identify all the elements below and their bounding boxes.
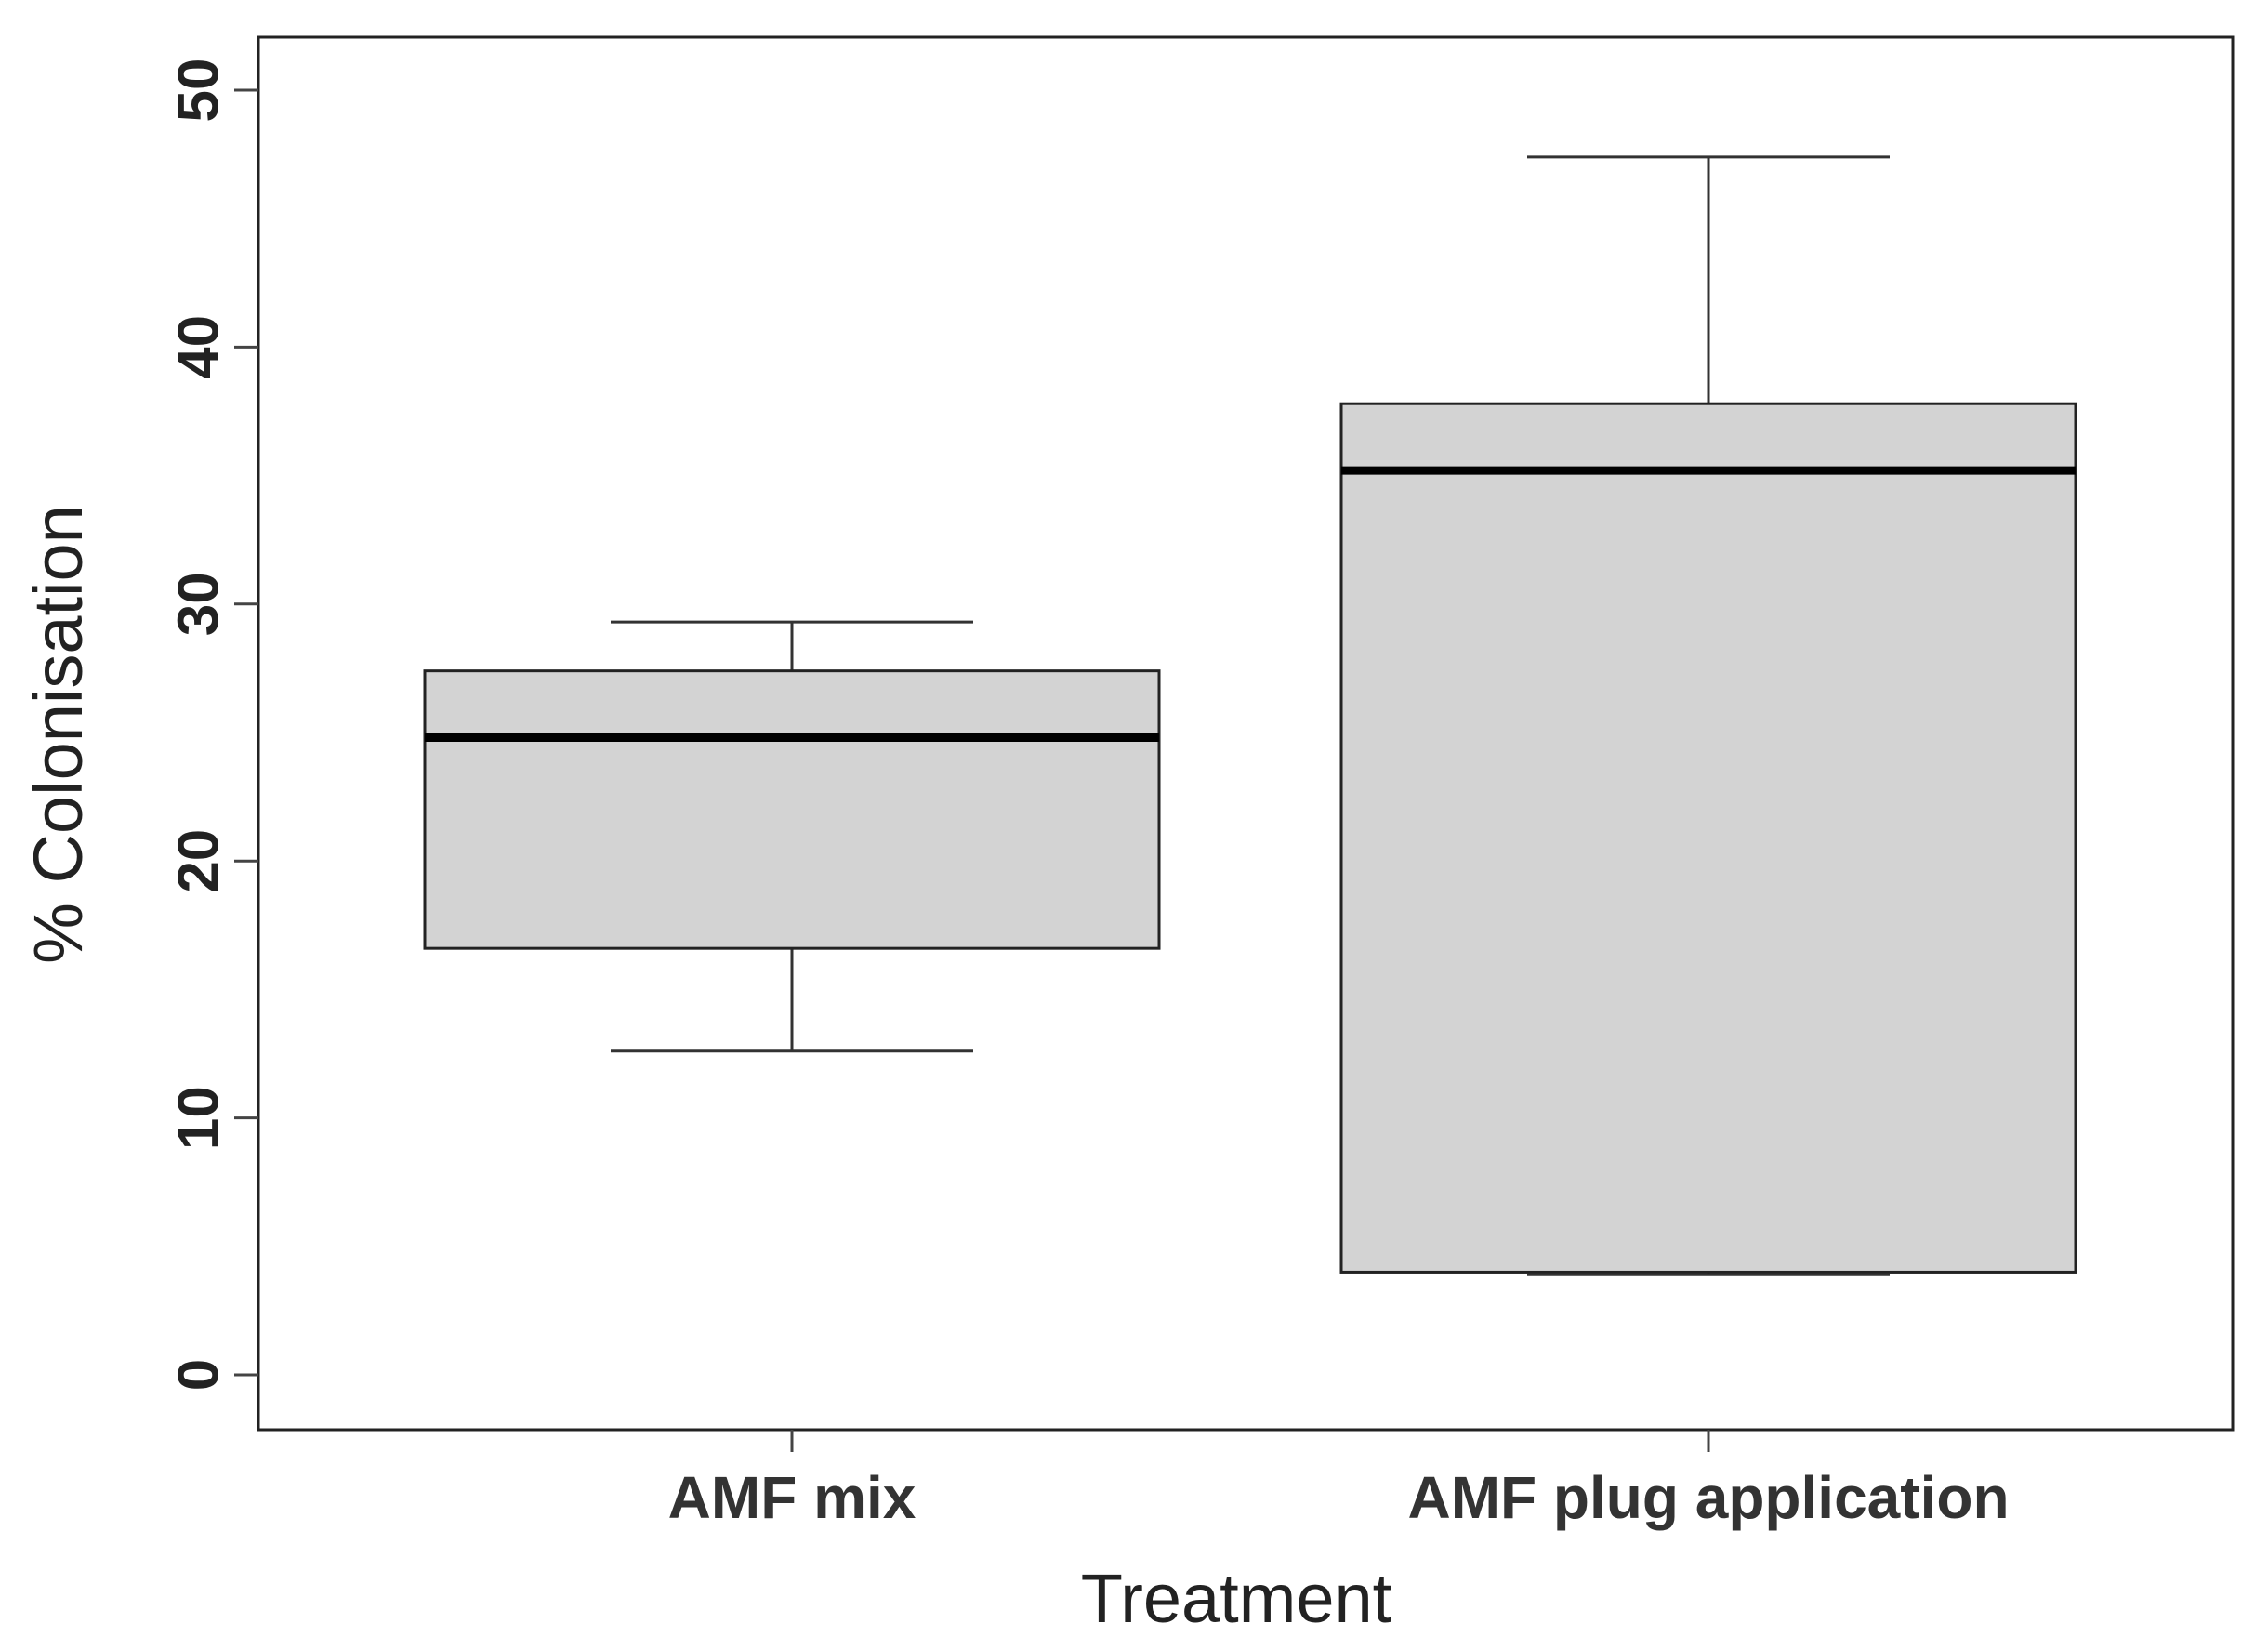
box-1 [1339,155,2077,1276]
y-axis-title: % Colonisation [20,505,97,964]
y-axis: 0 10 20 30 40 50 [167,59,258,1391]
box-series [423,155,2077,1276]
iqr-box-0 [423,669,1161,950]
x-axis: AMF mix AMF plug application [668,1430,2010,1531]
plot-frame [257,35,2235,1432]
y-tick-label-50: 50 [167,59,231,123]
y-tick-label-30: 30 [167,572,231,636]
y-tick-label-0: 0 [167,1359,231,1391]
x-tick-label-1: AMF plug application [1407,1464,2009,1531]
y-tick-label-20: 20 [167,829,231,893]
y-tick-label-10: 10 [167,1086,231,1150]
x-axis-title: Treatment [1081,1560,1392,1637]
iqr-box-1 [1339,402,2077,1274]
x-tick-label-0: AMF mix [668,1464,916,1531]
box-0 [423,620,1161,1053]
y-tick-label-40: 40 [167,315,231,379]
